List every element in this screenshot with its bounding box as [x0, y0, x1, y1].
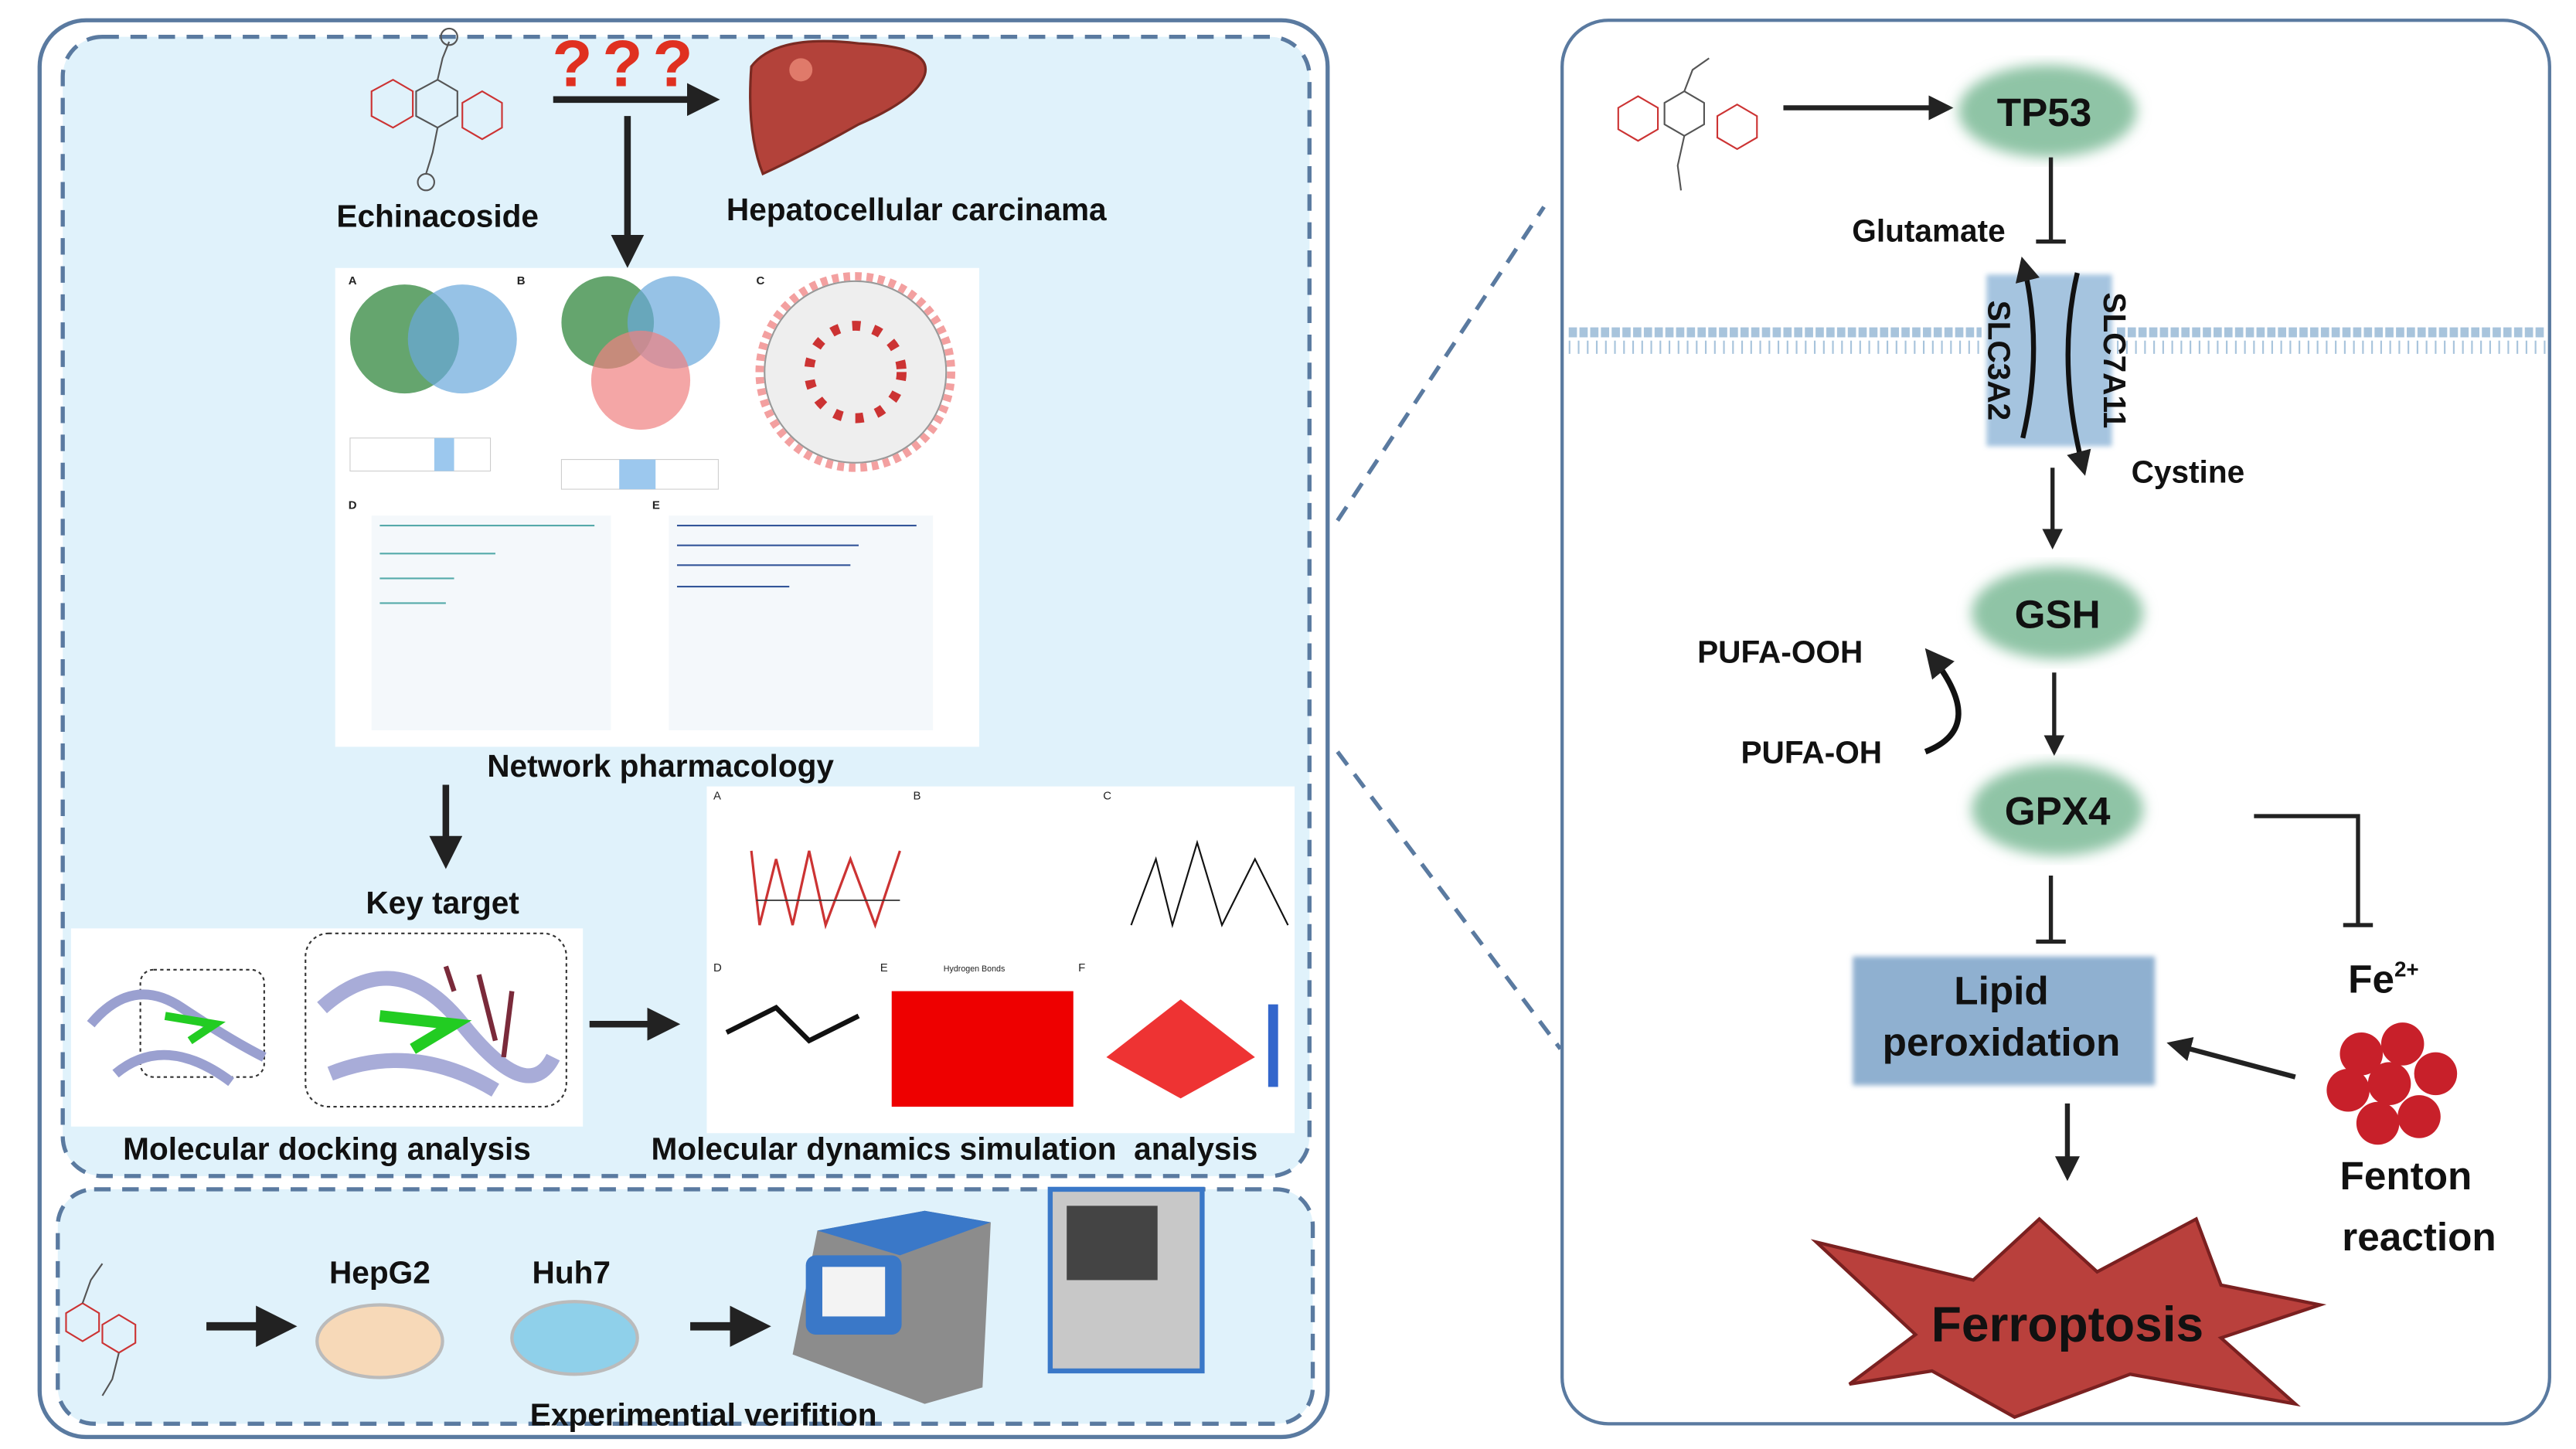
cystine-influx-arrow: [2065, 272, 2091, 476]
subpanel-label: B: [914, 790, 921, 803]
md-chart-title: Hydrogen Bonds: [944, 964, 1006, 974]
arrow-fenton-to-lipid: [2166, 1037, 2296, 1080]
tp53-label: TP53: [1997, 90, 2092, 134]
echinacoside-structure-right-icon: [1617, 57, 1758, 191]
question-marks: ???: [552, 28, 703, 101]
petri-dish-hepg2-icon: [315, 1303, 444, 1379]
ferroptosis-burst: [1810, 1216, 2327, 1420]
md-simulation-figure: A B C D E F Hydrogen Bonds: [706, 786, 1295, 1134]
key-target-label: Key target: [366, 885, 519, 920]
molecular-docking-figure: [70, 928, 584, 1127]
network-pharmacology-figure: A B C D E: [335, 267, 979, 747]
compound-label: Echinacoside: [336, 198, 539, 233]
pufa-ooh-label: PUFA-OOH: [1697, 634, 1863, 669]
fe-text: Fe: [2348, 957, 2394, 1002]
inhibition-gpx4-fe: [2254, 814, 2374, 927]
lipid-label-line1: Lipid: [1954, 969, 2048, 1013]
lipid-peroxidation-box: [1853, 956, 2156, 1086]
subpanel-label: C: [757, 274, 765, 287]
sequencer-icon: [1047, 1186, 1205, 1374]
lipid-label-line2: peroxidation: [1883, 1020, 2121, 1064]
subpanel-label: A: [349, 274, 357, 287]
subpanel-label: C: [1103, 790, 1111, 803]
petri-dish-huh7-icon: [510, 1300, 639, 1376]
inhibition-tp53-transporter: [2036, 157, 2066, 244]
gsh-label: GSH: [2015, 593, 2101, 637]
subpanel-label: D: [713, 961, 722, 975]
glutamate-label: Glutamate: [1852, 213, 2005, 249]
slc3a2-label: SLC3A2: [1981, 301, 2016, 421]
subpanel-label: F: [1078, 961, 1085, 975]
fenton-label-line1: Fenton: [2340, 1154, 2472, 1198]
ferroptosis-label: Ferroptosis: [1931, 1296, 2204, 1352]
gpx4-node: [1972, 763, 2144, 856]
cell-line-huh7: Huh7: [533, 1255, 611, 1291]
subpanel-label: E: [652, 499, 660, 512]
pufa-conversion-arrow: [1924, 648, 1962, 755]
pcr-machine-icon: [792, 1210, 991, 1404]
slc7a11-label: SLC7A11: [2097, 292, 2132, 428]
slc-transporter: [1986, 274, 2112, 447]
inhibition-gpx4-lipid: [2036, 875, 2066, 944]
fe-label: Fe2+: [2348, 957, 2419, 1001]
network-label: Network pharmacology: [487, 748, 834, 784]
subpanel-label: E: [880, 961, 888, 975]
zoom-connector-top: [1336, 206, 1546, 522]
cell-membrane: [1568, 327, 2547, 354]
zoom-connector-bottom: [1336, 750, 1563, 1050]
pufa-oh-label: PUFA-OH: [1741, 735, 1882, 770]
glutamate-efflux-arrow: [2015, 256, 2040, 439]
fenton-label-line2: reaction: [2342, 1215, 2496, 1259]
gpx4-label: GPX4: [2005, 789, 2111, 833]
iron-cluster-icon: [2326, 1022, 2458, 1145]
md-label: Molecular dynamics simulation analysis: [652, 1131, 1258, 1166]
cystine-label: Cystine: [2132, 454, 2245, 489]
tp53-node: [1958, 64, 2137, 158]
echinacoside-structure-icon: [370, 27, 503, 192]
subpanel-label: A: [713, 790, 721, 803]
subpanel-label: B: [517, 274, 526, 287]
experiment-label: Experimential verifition: [530, 1396, 877, 1432]
compound-structure-small-icon: [65, 1263, 137, 1396]
disease-label: Hepatocellular carcinama: [727, 192, 1107, 227]
tumor-icon: [789, 58, 813, 82]
cell-line-hepg2: HepG2: [329, 1255, 430, 1291]
docking-label: Molecular docking analysis: [123, 1131, 531, 1166]
subpanel-label: D: [349, 499, 357, 512]
fe-charge: 2+: [2394, 957, 2419, 981]
gsh-node: [1972, 566, 2144, 660]
